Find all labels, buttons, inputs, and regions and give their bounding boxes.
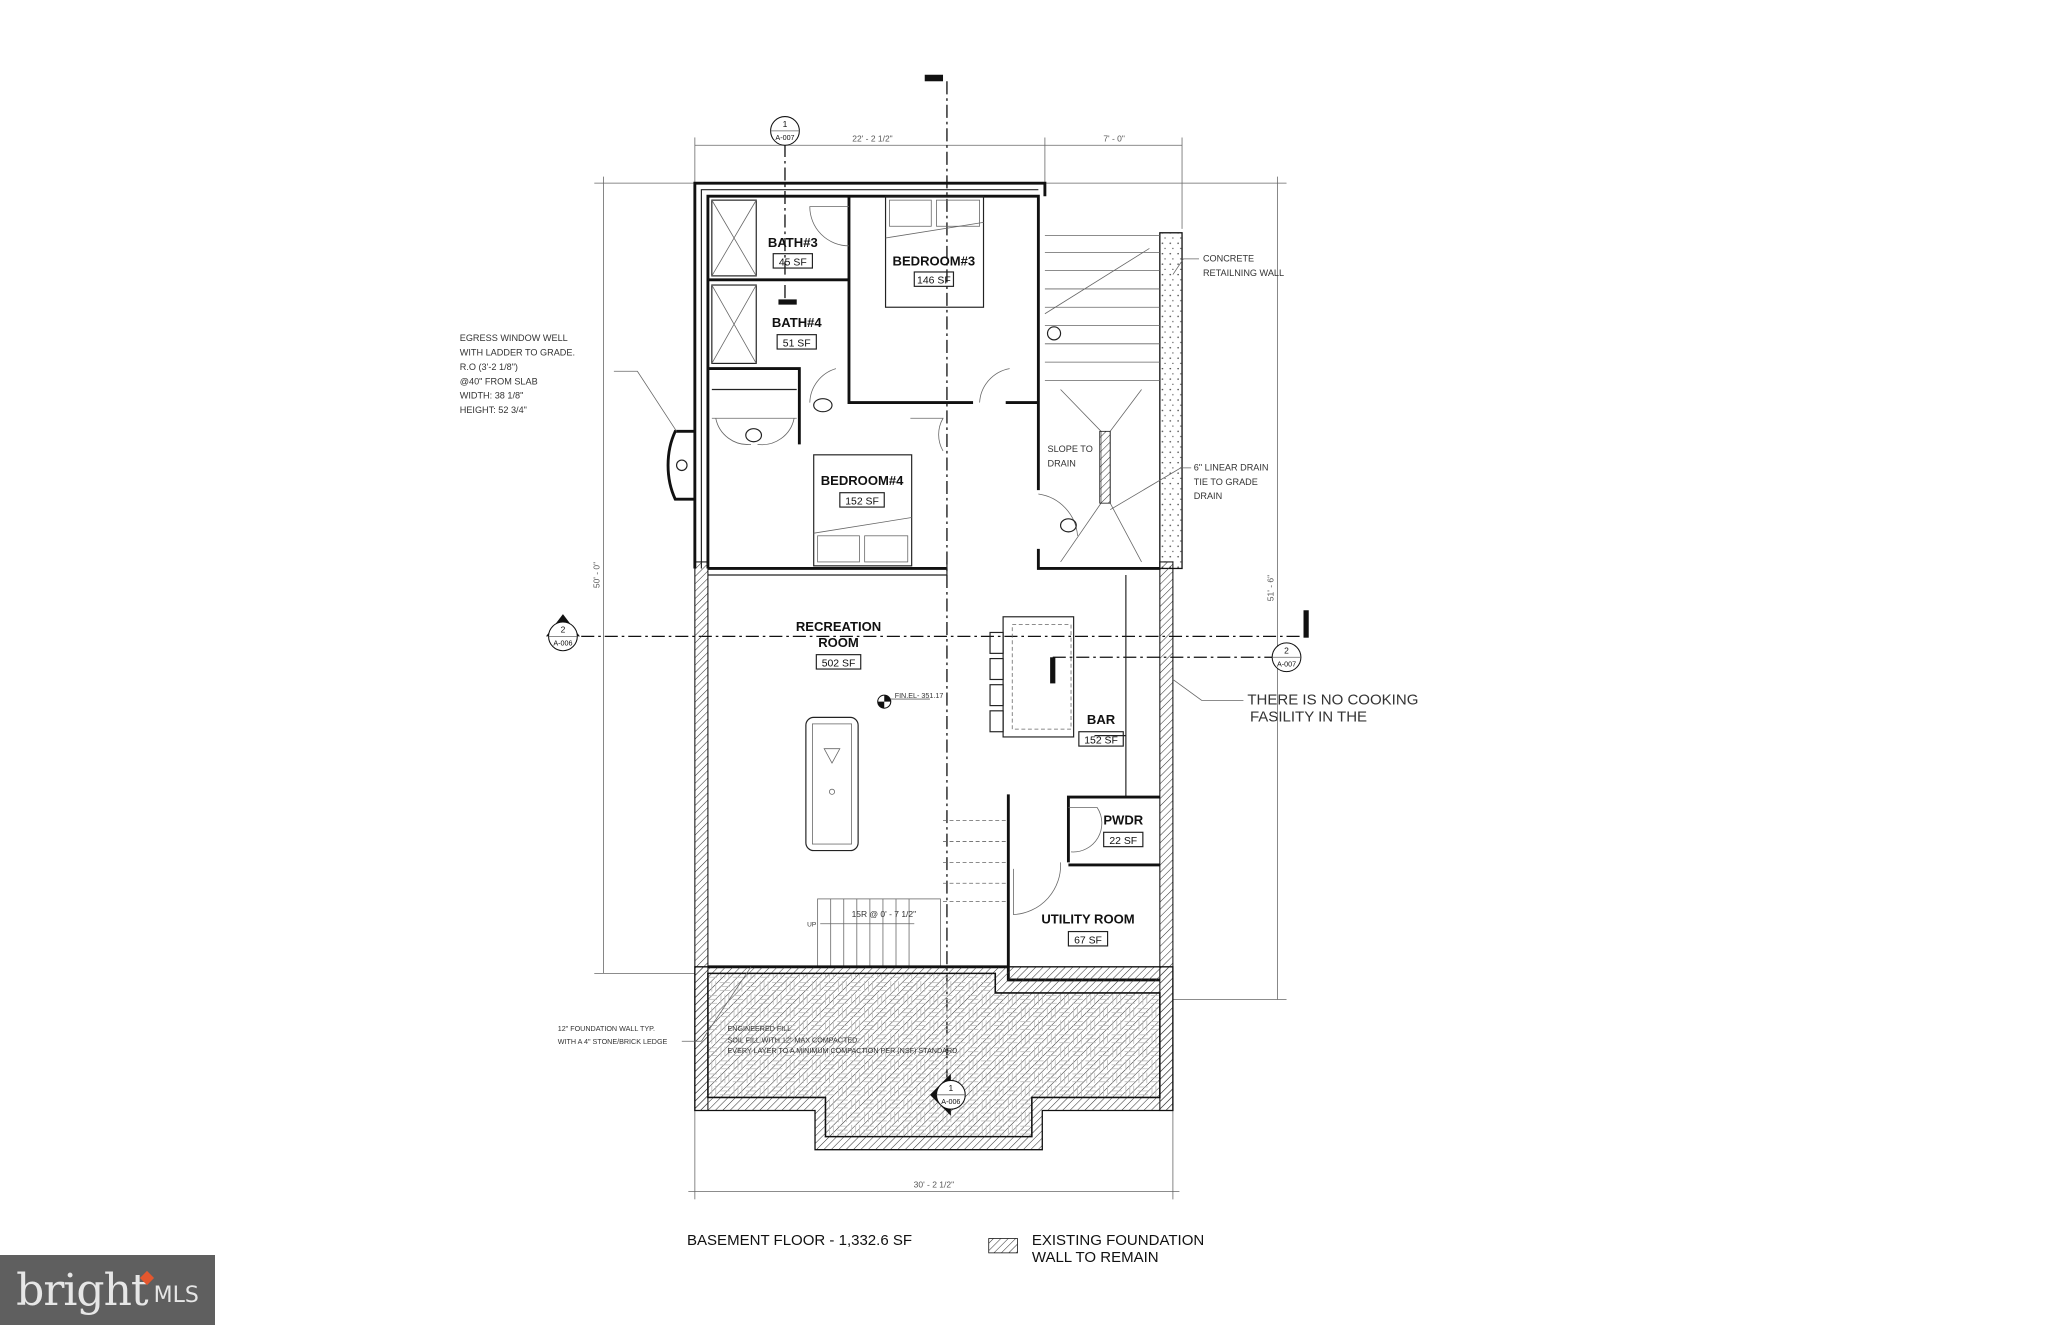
svg-text:51 SF: 51 SF	[783, 338, 811, 349]
svg-text:@40" FROM SLAB: @40" FROM SLAB	[460, 376, 538, 386]
note-egress: EGRESS WINDOW WELL WITH LADDER TO GRADE.…	[460, 333, 677, 432]
svg-text:BEDROOM#3: BEDROOM#3	[893, 253, 976, 268]
svg-text:PWDR: PWDR	[1103, 812, 1143, 827]
svg-text:BATH#4: BATH#4	[772, 315, 823, 330]
svg-text:THERE IS NO COOKING: THERE IS NO COOKING	[1247, 691, 1418, 708]
existing-foundation	[694, 966, 1174, 1151]
room-bedroom-4: BEDROOM#4 152 SF	[821, 473, 904, 508]
svg-text:146 SF: 146 SF	[917, 276, 951, 287]
svg-text:FASILITY IN THE: FASILITY IN THE	[1250, 708, 1367, 725]
dimension-lines	[594, 137, 1287, 1200]
svg-text:67 SF: 67 SF	[1074, 935, 1102, 946]
svg-text:SOIL FILL WITH 12" MAX COMPACT: SOIL FILL WITH 12" MAX COMPACTED	[728, 1037, 858, 1045]
svg-text:BEDROOM#4: BEDROOM#4	[821, 473, 904, 488]
svg-text:2: 2	[1284, 645, 1289, 655]
svg-text:A-007: A-007	[1277, 660, 1296, 668]
svg-text:BAR: BAR	[1087, 712, 1116, 727]
dim-right: 51' - 6"	[1265, 575, 1275, 601]
svg-text:1: 1	[783, 119, 788, 129]
svg-text:22 SF: 22 SF	[1109, 836, 1137, 847]
svg-text:WITH A 4" STONE/BRICK LEDGE: WITH A 4" STONE/BRICK LEDGE	[558, 1038, 668, 1046]
svg-text:2: 2	[561, 624, 566, 634]
room-powder: PWDR 22 SF	[1103, 812, 1144, 848]
svg-text:BATH#3: BATH#3	[768, 235, 818, 250]
room-bath-3: BATH#3 45 SF	[768, 235, 818, 269]
svg-text:DRAIN: DRAIN	[1194, 491, 1222, 501]
note-fill: ENGINEERED FILL SOIL FILL WITH 12" MAX C…	[728, 1025, 958, 1055]
svg-text:ENGINEERED FILL: ENGINEERED FILL	[728, 1025, 792, 1033]
dim-bottom: 30' - 2 1/2"	[914, 1180, 954, 1190]
svg-text:A-006: A-006	[941, 1098, 960, 1106]
legend-line-1: EXISTING FOUNDATION	[1032, 1232, 1204, 1249]
note-retaining-wall: CONCRETE RETAILNING WALL	[1172, 254, 1284, 278]
room-recreation: RECREATION ROOM 502 SF	[796, 619, 881, 670]
legend-line-2: WALL TO REMAIN	[1032, 1249, 1159, 1266]
svg-text:RETAILNING WALL: RETAILNING WALL	[1203, 268, 1284, 278]
dim-top-left: 22' - 2 1/2"	[852, 133, 892, 143]
dim-left: 50' - 0"	[592, 562, 602, 588]
stair-note: 15R @ 0' - 7 1/2"	[852, 909, 917, 919]
svg-text:SLOPE TO: SLOPE TO	[1048, 444, 1093, 454]
room-utility: UTILITY ROOM 67 SF	[1041, 912, 1135, 947]
section-callout-2[interactable]: 2 A-006	[545, 614, 580, 652]
exterior-stair	[1036, 232, 1183, 570]
svg-text:502 SF: 502 SF	[822, 658, 856, 669]
room-bar: BAR 152 SF	[1078, 712, 1124, 747]
svg-text:152 SF: 152 SF	[1084, 735, 1118, 746]
svg-text:DRAIN: DRAIN	[1048, 459, 1076, 469]
svg-text:A-006: A-006	[553, 640, 572, 648]
note-slope: SLOPE TO DRAIN	[1048, 444, 1093, 468]
svg-text:A-007: A-007	[775, 134, 794, 142]
logo-brand: bright	[16, 1265, 154, 1316]
svg-text:CONCRETE: CONCRETE	[1203, 254, 1254, 264]
logo-suffix: MLS	[153, 1282, 199, 1308]
svg-text:TIE TO GRADE: TIE TO GRADE	[1194, 477, 1258, 487]
svg-text:RECREATION: RECREATION	[796, 619, 881, 634]
svg-text:6" LINEAR DRAIN: 6" LINEAR DRAIN	[1194, 463, 1269, 473]
section-callout-1[interactable]: 1 A-007	[770, 116, 800, 146]
section-lines	[581, 74, 1309, 1091]
section-callout-4[interactable]: 1 A-006	[929, 1073, 966, 1116]
svg-text:HEIGHT: 52 3/4": HEIGHT: 52 3/4"	[460, 405, 527, 415]
note-cooking: THERE IS NO COOKING FASILITY IN THE	[1172, 679, 1418, 725]
legend-hatch-swatch	[988, 1238, 1018, 1254]
note-foundation: 12" FOUNDATION WALL TYP. WITH A 4" STONE…	[558, 966, 752, 1046]
svg-text:45 SF: 45 SF	[779, 257, 807, 268]
dim-top-right: 7' - 0"	[1103, 133, 1125, 143]
stair-up-label: UP	[807, 921, 816, 928]
bright-mls-logo: bright MLS	[0, 1255, 215, 1325]
svg-text:UTILITY ROOM: UTILITY ROOM	[1041, 912, 1134, 927]
finish-elevation: FIN.EL- 351.17	[895, 692, 944, 700]
svg-text:R.O (3'-2 1/8"): R.O (3'-2 1/8")	[460, 362, 518, 372]
svg-text:EVERY LAYER TO A MINIMUM COMPA: EVERY LAYER TO A MINIMUM COMPACTION PER …	[728, 1047, 958, 1055]
svg-text:WIDTH: 38 1/8": WIDTH: 38 1/8"	[460, 391, 524, 401]
section-callout-3[interactable]: 2 A-007	[1271, 642, 1302, 673]
room-bedroom-3: BEDROOM#3 146 SF	[893, 253, 976, 287]
svg-text:ROOM: ROOM	[818, 635, 859, 650]
note-linear-drain: 6" LINEAR DRAIN TIE TO GRADE DRAIN	[1110, 463, 1269, 511]
room-bath-4: BATH#4 51 SF	[772, 315, 823, 350]
svg-text:152 SF: 152 SF	[845, 496, 879, 507]
upper-walls	[666, 181, 1047, 576]
svg-text:12" FOUNDATION WALL TYP.: 12" FOUNDATION WALL TYP.	[558, 1025, 655, 1033]
svg-text:1: 1	[948, 1083, 953, 1093]
plan-title: BASEMENT FLOOR - 1,332.6 SF	[687, 1232, 912, 1249]
svg-text:WITH LADDER TO GRADE.: WITH LADDER TO GRADE.	[460, 348, 575, 358]
svg-text:EGRESS WINDOW WELL: EGRESS WINDOW WELL	[460, 333, 568, 343]
